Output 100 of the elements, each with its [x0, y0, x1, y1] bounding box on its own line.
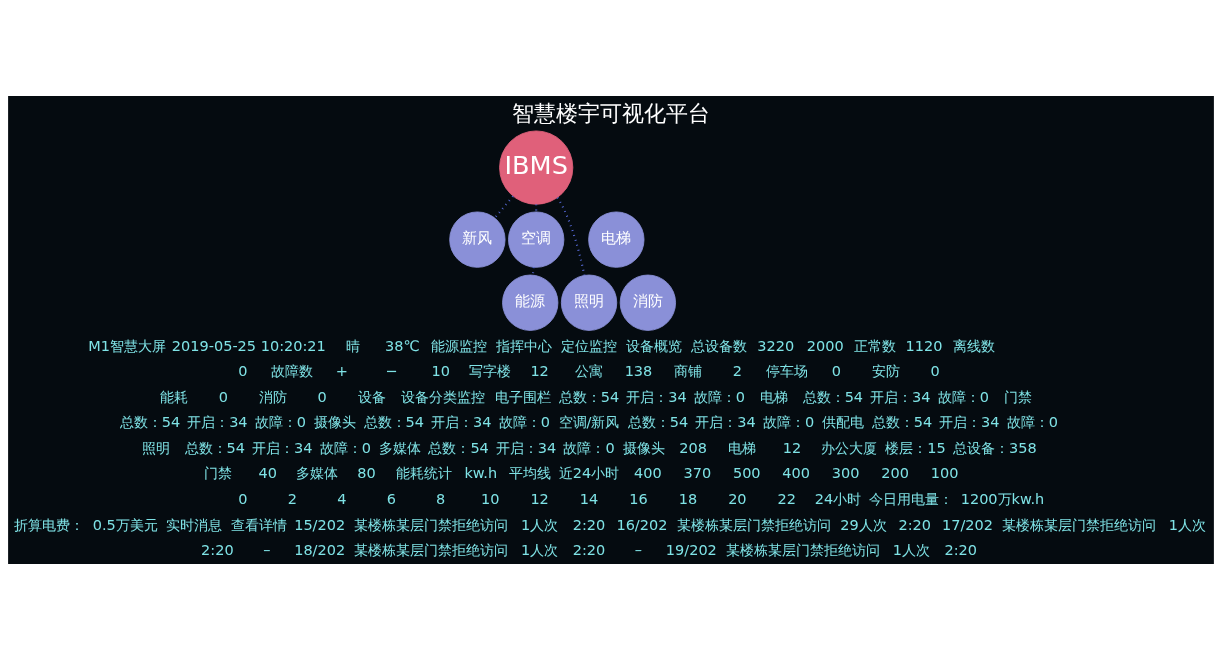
label: 0: [930, 362, 940, 379]
label: 1120: [905, 337, 943, 354]
label: 故障：0: [1006, 413, 1058, 430]
connector: [494, 195, 514, 219]
label: 0: [831, 362, 841, 379]
label: 折算电费：: [14, 516, 85, 533]
label: 10: [431, 362, 450, 379]
label: 近24小时: [558, 464, 620, 481]
label: 电梯: [760, 388, 789, 405]
label: 40: [258, 464, 277, 481]
label: 3220: [757, 337, 795, 354]
node-circle: 消防: [619, 274, 676, 331]
label: 多媒体: [296, 464, 339, 481]
label: 18: [678, 490, 698, 507]
label: 公寓: [575, 362, 604, 379]
label: 80: [357, 464, 376, 481]
label: 2:20: [572, 516, 606, 533]
label: 开启：34: [430, 413, 492, 430]
label: 开启：34: [626, 388, 687, 405]
label: 晴: [345, 337, 360, 354]
label: 12: [530, 362, 549, 379]
label: 208: [679, 439, 707, 456]
label: 1人次: [892, 541, 930, 558]
label: 某楼栋某层门禁拒绝访问: [726, 541, 881, 558]
label: 总数：54: [184, 439, 246, 456]
label: 某楼栋某层门禁拒绝访问: [354, 541, 509, 558]
label: 设备分类监控: [401, 388, 486, 405]
label: 1人次: [521, 516, 559, 533]
node-circle: 空调: [508, 211, 565, 268]
label: 楼层：15: [885, 439, 946, 456]
label: 2:20: [572, 541, 606, 558]
label: 实时消息: [166, 516, 223, 533]
label: 0: [238, 490, 248, 507]
label: 20: [728, 490, 747, 507]
label: +: [335, 362, 348, 379]
label: 故障：0: [563, 439, 615, 456]
label: 故障：0: [693, 388, 746, 405]
label: 总数：54: [363, 413, 425, 430]
label: 16: [629, 490, 648, 507]
label: 总数：54: [802, 388, 864, 405]
label: 10: [480, 490, 500, 507]
label: 2019-05-25: [171, 337, 257, 354]
label: 故障：0: [937, 388, 989, 405]
label: 0: [238, 362, 248, 379]
label: 400: [634, 464, 662, 481]
label: 空调/新风: [558, 413, 620, 430]
node-circle: 新风: [449, 211, 506, 268]
label: 2:20: [944, 541, 977, 558]
label: 定位监控: [561, 337, 618, 354]
label: 15/202: [294, 516, 346, 533]
label: 总数：54: [428, 439, 489, 456]
label: 停车场: [765, 362, 808, 379]
label: –: [263, 541, 271, 558]
label: 消防: [258, 388, 287, 405]
label: 12: [782, 439, 802, 456]
label: 14: [579, 490, 599, 507]
label: 总数：54: [627, 413, 689, 430]
label: 400: [782, 464, 811, 481]
label: 设备: [357, 388, 386, 405]
label: 10:20:21: [260, 337, 326, 354]
label: 138: [624, 362, 653, 379]
label: 18/202: [294, 541, 346, 558]
label: 开启：34: [869, 388, 931, 405]
label: 29人次: [840, 516, 887, 533]
label: 开启：34: [187, 413, 248, 430]
label: 1200万kw.h: [960, 490, 1045, 507]
node-circle: 照明: [560, 274, 618, 331]
connector: [531, 266, 535, 275]
label: 查看详情: [231, 516, 288, 533]
label: −: [385, 362, 398, 379]
label: 摄像头: [314, 413, 357, 430]
label: 总数：54: [871, 413, 933, 430]
label: 总数：54: [119, 413, 181, 430]
label: 38℃: [385, 337, 420, 354]
label: 多媒体: [378, 439, 421, 456]
label: 17/202: [942, 516, 994, 533]
label: 故障：0: [319, 439, 371, 456]
label: kw.h: [464, 464, 498, 481]
label: 2:20: [898, 516, 931, 533]
label: 总设备数: [690, 337, 747, 354]
label: 100: [930, 464, 959, 481]
label: 能耗统计: [395, 464, 452, 481]
label: 指挥中心: [496, 337, 553, 354]
label: 电子围栏: [494, 388, 551, 405]
label: 2000: [806, 337, 844, 354]
label: 500: [732, 464, 761, 481]
label: 8: [436, 490, 446, 507]
label: 0: [317, 388, 327, 405]
label: 正常数: [853, 337, 896, 354]
label: 某楼栋某层门禁拒绝访问: [676, 516, 831, 533]
label: 离线数: [952, 337, 995, 354]
node-circle: 能源: [502, 274, 559, 331]
label: 200: [881, 464, 909, 481]
label: 2: [732, 362, 742, 379]
label: 12: [530, 490, 549, 507]
label: 门禁: [1003, 388, 1032, 405]
label: 22: [777, 490, 797, 507]
label: 故障数: [271, 362, 314, 379]
diagram-title: 智慧楼宇可视化平台: [512, 99, 710, 126]
label: 今日用电量：: [869, 490, 954, 507]
